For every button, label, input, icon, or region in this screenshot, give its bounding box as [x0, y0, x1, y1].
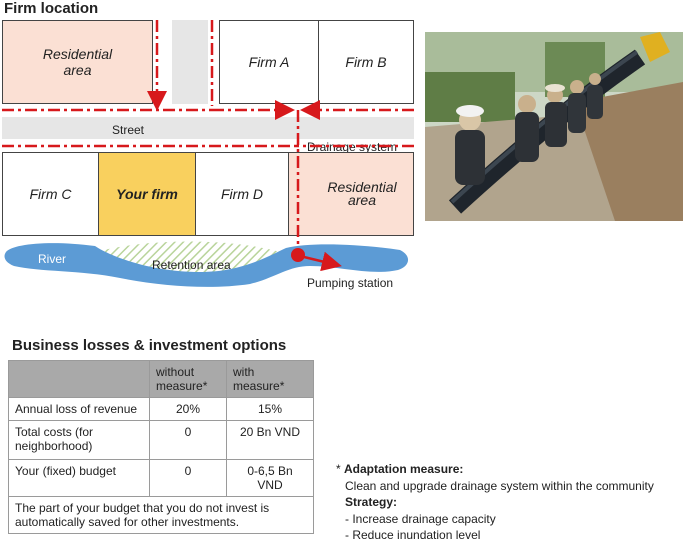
row-without: 20%: [149, 397, 227, 421]
adaptation-heading: Adaptation measure:: [344, 462, 464, 476]
row-with: 20 Bn VND: [226, 420, 314, 460]
table-row: Your (fixed) budget 0 0-6,5 Bn VND: [8, 459, 314, 497]
street-label: Street: [112, 123, 145, 137]
firm-c: Firm C: [2, 152, 99, 236]
residential-area-top-label: Residential area: [42, 46, 113, 78]
drainage-system-label: Drainage system: [307, 140, 398, 154]
retention-area-label: Retention area: [152, 258, 231, 272]
adaptation-note: * Adaptation measure: Clean and upgrade …: [336, 462, 654, 542]
firm-a-label: Firm A: [248, 54, 290, 70]
firm-b: Firm B: [318, 20, 414, 104]
adaptation-description: Clean and upgrade drainage system within…: [345, 478, 654, 493]
losses-table: without measure* with measure* Annual lo…: [8, 360, 314, 534]
firm-a: Firm A: [219, 20, 319, 104]
pipe-installation-photo: [425, 32, 683, 221]
header-without-measure: without measure*: [149, 360, 227, 398]
row-label: Annual loss of revenue: [8, 397, 150, 421]
firm-b-label: Firm B: [345, 54, 387, 70]
river: [4, 243, 409, 287]
firm-c-label: Firm C: [29, 186, 72, 202]
row-without: 0: [149, 420, 227, 460]
table-title: Business losses & investment options: [12, 337, 287, 354]
header-empty: [8, 360, 150, 398]
table-row: Total costs (for neighborhood) 0 20 Bn V…: [8, 420, 314, 460]
header-with-measure: with measure*: [226, 360, 314, 398]
residential-area-top: Residential area: [2, 20, 153, 104]
side-street: [172, 20, 208, 104]
your-firm-label: Your firm: [116, 186, 178, 202]
row-label: Your (fixed) budget: [8, 459, 150, 497]
row-without: 0: [149, 459, 227, 497]
pumping-station-dot: [291, 248, 305, 262]
pumping-station-label: Pumping station: [307, 276, 394, 290]
row-label: Total costs (for neighborhood): [8, 420, 150, 460]
drainage-lines: [2, 20, 414, 246]
strategy-label: Strategy:: [345, 495, 398, 509]
strategy-item: - Increase drainage capacity: [345, 511, 496, 526]
river-label: River: [38, 252, 67, 266]
residential-area-bottom-label: Residential area: [327, 179, 397, 208]
firm-d-label: Firm D: [221, 186, 263, 202]
residential-area-bottom: Residential area: [288, 152, 414, 236]
map-overlay: [2, 20, 414, 287]
table-header-row: without measure* with measure*: [8, 360, 314, 398]
table-footnote: The part of your budget that you do not …: [8, 496, 314, 534]
strategy-item: - Reduce inundation level: [345, 528, 481, 542]
table-footnote-row: The part of your budget that you do not …: [8, 496, 314, 534]
pumping-arrow: [303, 251, 342, 272]
street: [2, 117, 414, 139]
row-with: 0-6,5 Bn VND: [226, 459, 314, 497]
table-row: Annual loss of revenue 20% 15%: [8, 397, 314, 421]
row-with: 15%: [226, 397, 314, 421]
map-title: Firm location: [4, 0, 99, 17]
